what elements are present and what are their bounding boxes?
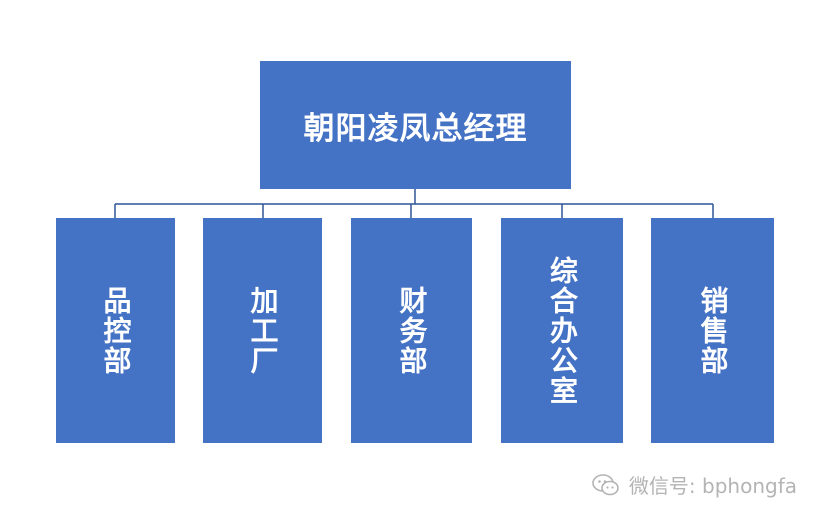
dept-node-processing-plant: 加工厂 [203, 218, 322, 443]
dept-node-sales: 销售部 [651, 218, 774, 443]
dept-node-finance: 财务部 [351, 218, 472, 443]
dept-label-quality-control: 品控部 [99, 285, 133, 376]
dept-node-quality-control: 品控部 [56, 218, 175, 443]
dept-label-finance: 财务部 [395, 285, 429, 376]
watermark-text: 微信号: bphongfa [628, 474, 797, 498]
dept-label-sales: 销售部 [696, 285, 730, 376]
dept-label-processing-plant: 加工厂 [246, 285, 280, 376]
root-label: 朝阳凌凤总经理 [303, 110, 528, 147]
root-node: 朝阳凌凤总经理 [260, 61, 571, 189]
wechat-icon [592, 473, 619, 495]
wechat-watermark: 微信号: bphongfa [591, 470, 797, 499]
dept-label-general-office: 综合办公室 [546, 255, 579, 406]
dept-node-general-office: 综合办公室 [501, 218, 623, 443]
